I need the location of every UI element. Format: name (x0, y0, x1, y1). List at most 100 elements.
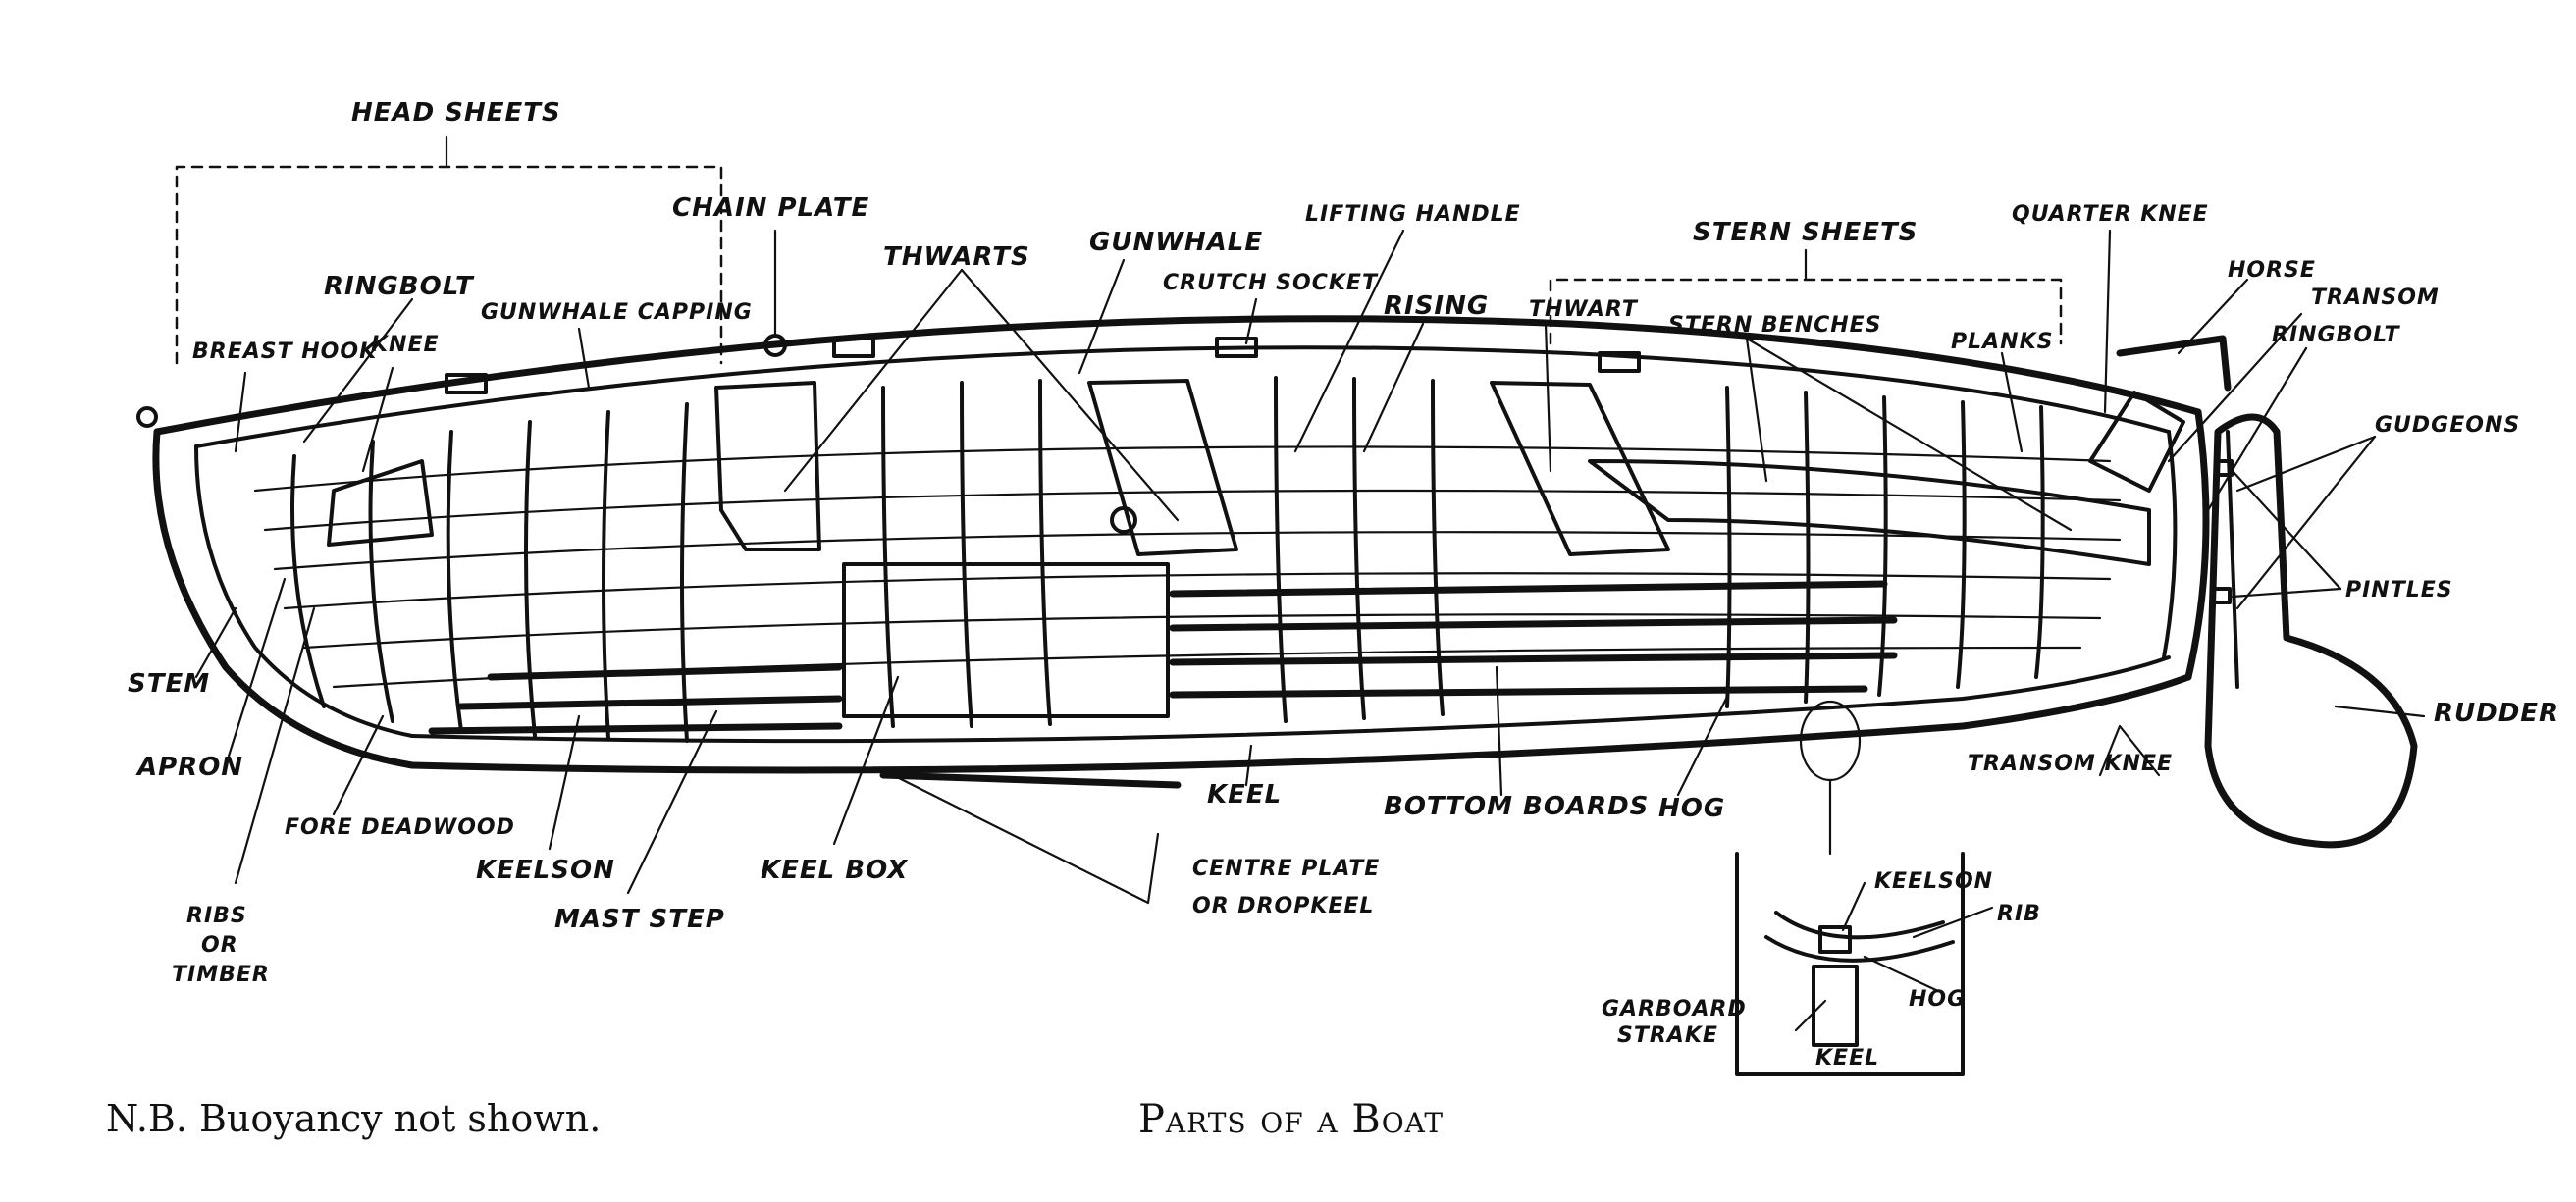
inset-label-garboard-2: STRAKE (1617, 1023, 1718, 1048)
inset-frame (1735, 852, 1965, 1076)
figure-caption: Parts of a Boat (1138, 1097, 1445, 1142)
ribs (290, 376, 2045, 743)
rib (368, 440, 394, 723)
lifting-handle-ring (1110, 506, 1137, 534)
leader-ringbolt-aft (2206, 346, 2308, 512)
inset-keel (1812, 965, 1859, 1047)
quarter-knee-piece (2088, 391, 2185, 493)
leader-mast-step (626, 709, 718, 895)
label-apron: APRON (135, 753, 243, 782)
thwart-fore (714, 381, 821, 551)
bottom-board (1169, 616, 1898, 632)
label-stern-benches: STERN BENCHES (1668, 313, 1882, 338)
label-centre-plate-1: CENTRE PLATE (1192, 857, 1380, 881)
leader-lifting-handle (1293, 229, 1405, 453)
label-gudgeons: GUDGEONS (2375, 413, 2520, 438)
leader-thwarts-a (783, 268, 964, 493)
leader-stern-benches-a (1745, 337, 1768, 483)
crutch-socket (1215, 337, 1258, 358)
pintle (2214, 459, 2234, 477)
label-fore-deadwood: FORE DEADWOOD (285, 815, 515, 840)
gunwale-inner-line (194, 345, 2171, 448)
leader-crutch-socket (1244, 297, 1258, 345)
rib (290, 454, 326, 708)
leader-pintles-a (2231, 469, 2342, 591)
keel-box (842, 562, 1170, 718)
rib (602, 410, 610, 740)
leader-ringbolt (302, 297, 414, 444)
horse (2116, 335, 2232, 392)
rudder (2204, 413, 2418, 849)
inset-leader-keel (1794, 999, 1827, 1032)
crutch-socket (832, 337, 875, 358)
inset-label-keel: KEEL (1815, 1046, 1879, 1071)
hog-line (410, 655, 2171, 744)
stern-bench (1588, 459, 2151, 566)
buoyancy-note: N.B. Buoyancy not shown. (106, 1097, 602, 1140)
rib (1725, 386, 1732, 708)
label-planks: PLANKS (1951, 330, 2053, 354)
label-thwart: THWART (1529, 297, 1639, 322)
gunwale-outer-line (153, 315, 2202, 436)
leader-breast-hook (234, 371, 247, 453)
label-gunwhale: GUNWHALE (1089, 228, 1263, 257)
leader-gunwhale-capping (577, 327, 591, 390)
label-horse: HORSE (2228, 258, 2316, 283)
transom-fittings (2088, 335, 2232, 493)
bottom-boards (428, 580, 1898, 735)
label-breast-hook: BREAST HOOK (192, 340, 378, 364)
label-head-sheets: HEAD SHEETS (351, 98, 561, 128)
label-quarter-knee: QUARTER KNEE (2012, 202, 2209, 227)
leader-gunwhale (1078, 258, 1126, 375)
label-centre-plate-2: OR DROPKEEL (1192, 894, 1374, 918)
plank-line (253, 445, 2112, 493)
rib (1352, 377, 1366, 720)
leader-apron (224, 577, 287, 767)
bottom-board (487, 663, 843, 681)
label-thwarts: THWARTS (883, 242, 1030, 272)
leader-gudgeons-a (2235, 435, 2377, 493)
label-chain-plate: CHAIN PLATE (672, 193, 869, 223)
leader-stem (194, 606, 237, 679)
labels: HEAD SHEETS CHAIN PLATE RINGBOLT BREAST … (128, 98, 2558, 1071)
leader-planks (2000, 351, 2024, 453)
rib (680, 402, 689, 743)
thwart-aft (1490, 381, 1670, 556)
label-keelson: KEELSON (476, 856, 615, 885)
keel-bottom-line (408, 673, 2192, 774)
label-knee: KNEE (371, 333, 440, 357)
label-stern-sheets: STERN SHEETS (1693, 218, 1919, 247)
inset-label-rib: RIB (1997, 902, 2041, 926)
inset-leader-hog (1863, 955, 1940, 993)
label-rising: RISING (1384, 291, 1489, 321)
rudder-blade (2204, 413, 2418, 849)
label-stem: STEM (128, 669, 210, 699)
centre-plate (879, 771, 1182, 789)
leader-horse (2177, 278, 2249, 355)
pintle (2212, 587, 2232, 604)
leader-stern-benches-b (1745, 337, 2073, 532)
label-ribs-1: RIBS (186, 904, 247, 928)
inset-cross-section (1735, 852, 1994, 1076)
rib (1804, 391, 1811, 704)
leader-thwart (1544, 322, 1552, 473)
plank-line (283, 572, 2112, 610)
label-gunwhale-capping: GUNWHALE CAPPING (481, 300, 753, 325)
stem-outline (152, 428, 416, 769)
leader-rudder (2334, 705, 2426, 718)
rib (1877, 395, 1888, 697)
rib (1956, 400, 1967, 689)
hull (136, 315, 2210, 774)
leader-fore-deadwood (332, 714, 385, 816)
inset-label-garboard-1: GARBOARD (1602, 997, 1747, 1021)
inset-garboard (1764, 935, 1955, 963)
rib (1274, 376, 1288, 723)
inset-leader-rib (1912, 906, 1994, 939)
label-keel-box: KEEL BOX (761, 856, 909, 885)
inset-keelson (1818, 925, 1852, 954)
gunwale-hardware (445, 334, 1641, 534)
thwart-mid (1087, 379, 1238, 556)
crutch-socket (1598, 351, 1641, 373)
inset-label-keelson: KEELSON (1874, 869, 1993, 894)
